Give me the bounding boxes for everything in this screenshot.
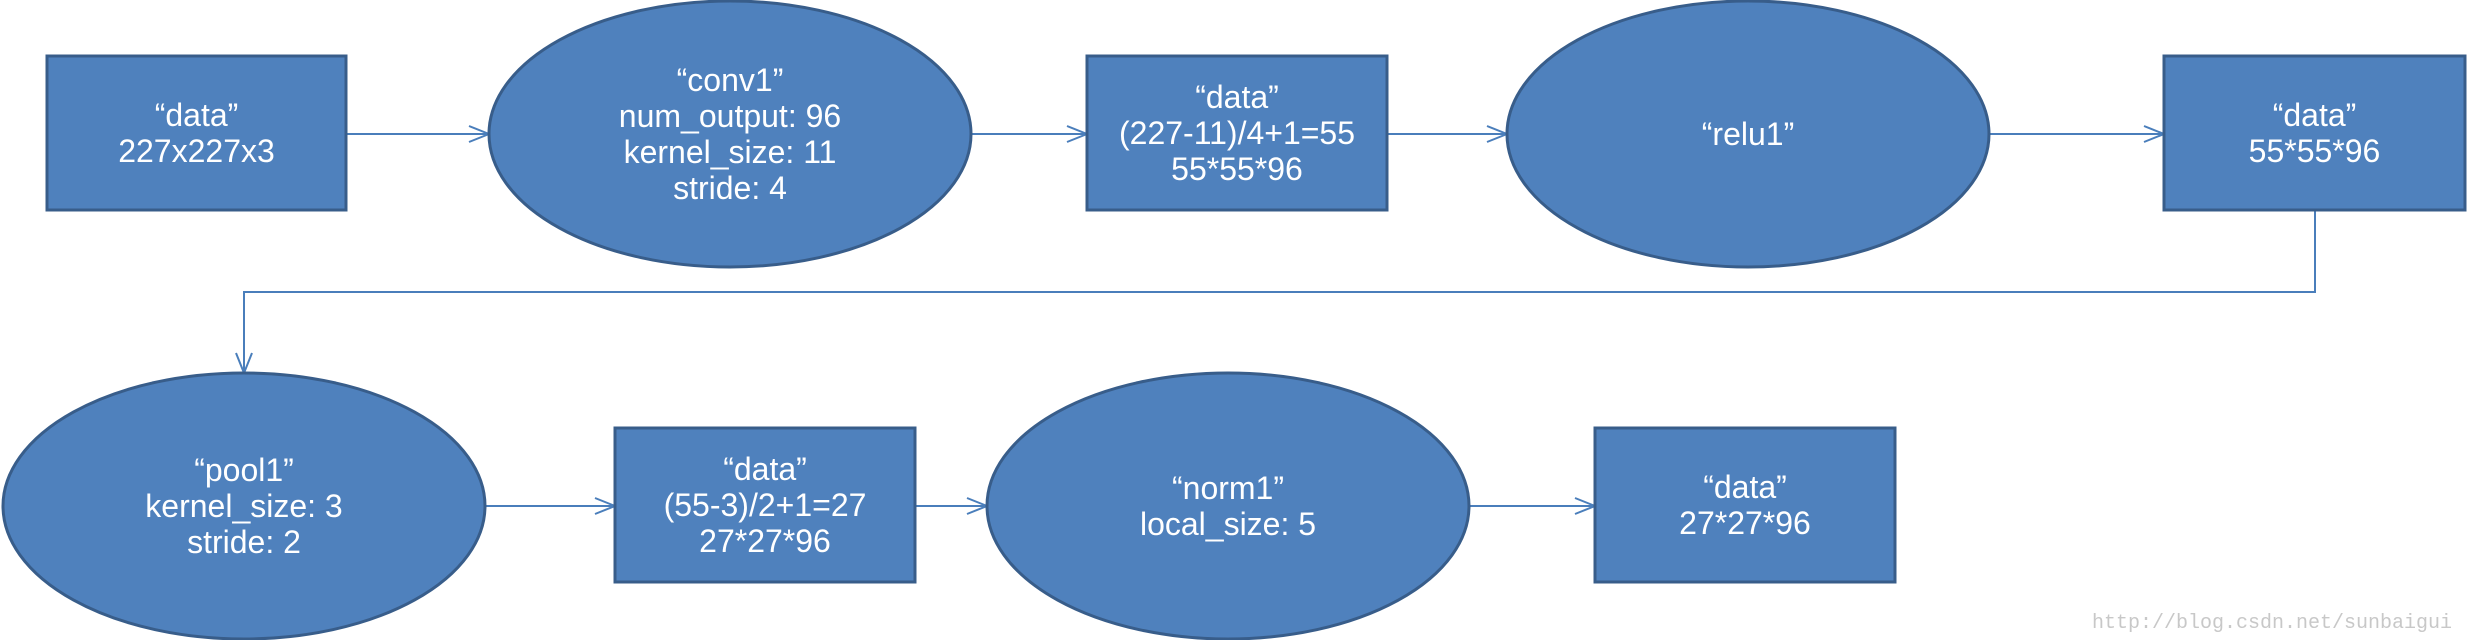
conv1-label-line: kernel_size: 11 <box>624 134 837 170</box>
relu1-ellipse <box>1505 0 1991 269</box>
node-data-input: “data”227x227x3 <box>45 54 348 212</box>
edge-data-relu1-to-pool1 <box>244 210 2316 373</box>
data-pool1-label-line: “data” <box>723 451 807 487</box>
data-conv1-label-line: (227-11)/4+1=55 <box>1119 115 1355 151</box>
data-conv1-label-line: “data” <box>1195 79 1279 115</box>
norm1-label-line: “norm1” <box>1172 470 1284 506</box>
pool1-label-line: kernel_size: 3 <box>145 488 342 524</box>
data-input-box <box>45 54 348 212</box>
norm1-label-line: local_size: 5 <box>1140 506 1316 542</box>
data-conv1-label-line: 55*55*96 <box>1171 151 1303 187</box>
node-data-relu1: “data”55*55*96 <box>2162 54 2467 212</box>
data-conv1-box <box>1085 54 1389 212</box>
data-pool1-box <box>613 426 917 584</box>
watermark-text: http://blog.csdn.net/sunbaigui <box>2092 612 2452 635</box>
data-relu1-box <box>2162 54 2467 212</box>
norm1-ellipse <box>985 371 1471 640</box>
pool1-label-line: “pool1” <box>194 452 294 488</box>
data-relu1-label-line: 55*55*96 <box>2249 133 2381 169</box>
pool1-label-line: stride: 2 <box>187 524 301 560</box>
conv1-label-line: num_output: 96 <box>619 98 841 134</box>
pool1-ellipse <box>1 371 487 640</box>
edges-layer <box>244 134 2316 506</box>
node-norm1: “norm1”local_size: 5 <box>985 371 1471 640</box>
data-pool1-label-line: (55-3)/2+1=27 <box>664 487 867 523</box>
node-data-norm1: “data”27*27*96 <box>1593 426 1897 584</box>
conv1-ellipse <box>487 0 973 269</box>
node-relu1: “relu1” <box>1505 0 1991 269</box>
conv1-label-line: “conv1” <box>677 62 784 98</box>
relu1-label-line: “relu1” <box>1702 116 1794 152</box>
data-relu1-label-line: “data” <box>2273 97 2357 133</box>
data-norm1-label-line: “data” <box>1703 469 1787 505</box>
data-input-label-line: “data” <box>155 97 239 133</box>
conv1-label-line: stride: 4 <box>673 170 787 206</box>
data-pool1-label-line: 27*27*96 <box>699 523 831 559</box>
data-norm1-box <box>1593 426 1897 584</box>
data-norm1-label-line: 27*27*96 <box>1679 505 1811 541</box>
data-input-label-line: 227x227x3 <box>118 133 275 169</box>
